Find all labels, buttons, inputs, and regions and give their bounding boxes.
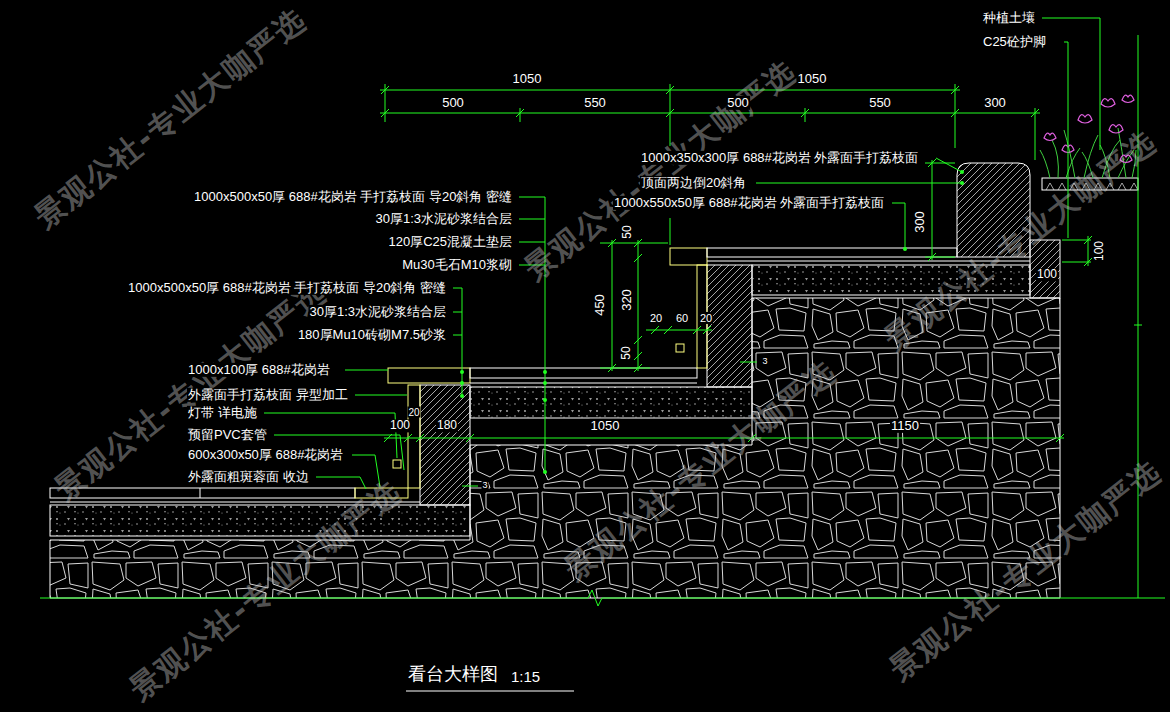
- material-note: 顶面两边倒20斜角: [640, 176, 747, 190]
- scale-label: 1:15: [510, 669, 541, 686]
- dimension: 20: [649, 312, 663, 324]
- material-note: C25砼护脚: [982, 35, 1047, 49]
- dimension: 60: [675, 312, 689, 324]
- dimension: 500: [726, 96, 750, 110]
- section-mark: 3: [481, 481, 488, 491]
- material-note: 120厚C25混凝土垫层: [387, 235, 513, 249]
- dimension: 100: [1093, 240, 1106, 262]
- dimension: 50: [621, 224, 634, 239]
- dimension: 500: [441, 96, 465, 110]
- dimension: 550: [583, 96, 607, 110]
- dimension: 450: [593, 293, 607, 317]
- watermark: 景观公社-专业大咖严选: [883, 454, 1167, 686]
- material-note: Mu30毛石M10浆砌: [401, 258, 513, 272]
- material-note: 外露面手打荔枝面 异型加工: [187, 388, 349, 402]
- section-mark: 3: [761, 357, 768, 367]
- dimension: 20: [699, 312, 713, 324]
- material-note: 种植土壤: [982, 11, 1036, 25]
- dimension: 1150: [890, 419, 920, 433]
- material-note: 1000x350x300厚 688#花岗岩 外露面手打荔枝面: [640, 151, 919, 165]
- dimension: 300: [983, 96, 1007, 110]
- material-note: 预留PVC套管: [187, 428, 268, 442]
- material-note: 1000x500x50厚 688#花岗岩 手打荔枝面 导20斜角 密缝: [127, 281, 447, 295]
- dimension: 1050: [512, 72, 543, 86]
- material-note: 外露面粗斑蓉面 收边: [187, 470, 310, 484]
- dimension: 550: [868, 96, 892, 110]
- dimension: 1050: [590, 419, 621, 433]
- material-note: 600x300x50厚 688#花岗岩: [187, 448, 344, 462]
- watermark: 景观公社-专业大咖严选: [518, 54, 802, 286]
- dimension: 20: [407, 407, 420, 418]
- material-note: 灯带 详电施: [187, 406, 258, 420]
- watermark: 景观公社-专业大咖严选: [558, 354, 842, 586]
- dimension: 180: [436, 419, 458, 432]
- dimension: 100: [389, 419, 411, 432]
- drawing-title: 看台大样图: [408, 665, 498, 685]
- watermark: 景观公社-专业大咖严选: [878, 124, 1162, 356]
- watermark: 景观公社-专业大咖严选: [123, 474, 407, 706]
- dimension: 320: [620, 288, 634, 312]
- dimension: 100: [1036, 268, 1058, 281]
- material-note: 180厚Mu10砖砌M7.5砂浆: [297, 328, 447, 342]
- dimension: 50: [620, 345, 633, 360]
- material-note: 1000x500x50厚 688#花岗岩 手打荔枝面 导20斜角 密缝: [193, 190, 513, 204]
- material-note: 1000x550x50厚 688#花岗岩 外露面手打荔枝面: [613, 196, 885, 210]
- dimension: 1050: [797, 72, 828, 86]
- material-note: 1000x100厚 688#花岗岩: [187, 363, 331, 377]
- dimension: 300: [913, 210, 927, 234]
- material-note: 30厚1:3水泥砂浆结合层: [308, 305, 447, 319]
- material-note: 30厚1:3水泥砂浆结合层: [374, 212, 513, 226]
